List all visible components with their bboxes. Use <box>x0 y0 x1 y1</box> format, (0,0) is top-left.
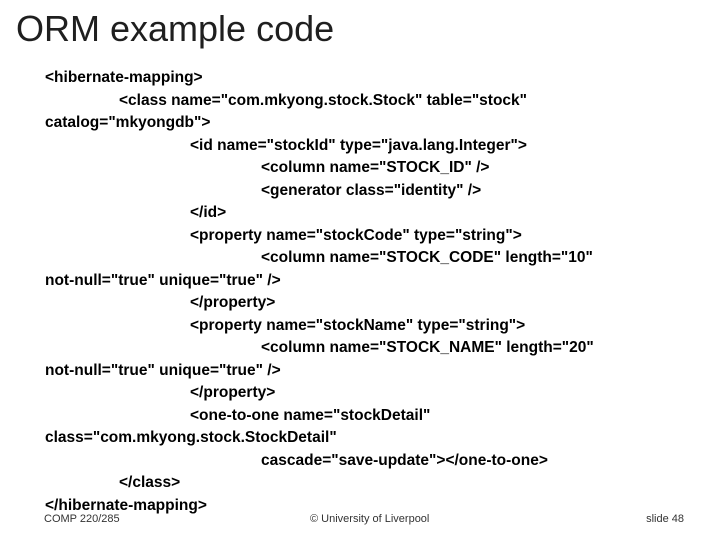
code-line: not-null="true" unique="true" /> <box>45 361 281 379</box>
code-line: catalog="mkyongdb"> <box>45 114 211 131</box>
footer-course: COMP 220/285 <box>44 513 120 525</box>
code-line: <property name="stockCode" type="string"… <box>190 226 522 244</box>
code-line: <generator class="identity" /> <box>261 181 482 199</box>
code-line: <id name="stockId" type="java.lang.Integ… <box>190 136 527 154</box>
code-line: cascade="save-update"></one-to-one> <box>261 451 548 469</box>
code-line: </id> <box>190 204 227 221</box>
code-line: not-null="true" unique="true" /> <box>45 271 281 289</box>
slide-title: ORM example code <box>16 8 335 49</box>
code-line: class="com.mkyong.stock.StockDetail" <box>45 429 337 446</box>
code-line: <one-to-one name="stockDetail" <box>190 406 431 424</box>
code-line: <column name="STOCK_NAME" length="20" <box>261 339 594 356</box>
code-line: </property> <box>190 294 276 311</box>
code-block: <hibernate-mapping> <class name="com.mky… <box>45 67 695 517</box>
code-line: </property> <box>190 384 276 401</box>
code-line: <column name="STOCK_ID" /> <box>261 159 490 176</box>
footer-slide-number: slide 48 <box>646 513 684 525</box>
code-line: <column name="STOCK_CODE" length="10" <box>261 249 593 266</box>
code-line: <class name="com.mkyong.stock.Stock" tab… <box>119 91 528 109</box>
code-line: </hibernate-mapping> <box>45 496 207 514</box>
footer-copyright: © University of Liverpool <box>310 513 430 525</box>
code-line: <hibernate-mapping> <box>45 69 203 86</box>
code-line: <property name="stockName" type="string"… <box>190 316 526 334</box>
code-line: </class> <box>119 474 181 491</box>
